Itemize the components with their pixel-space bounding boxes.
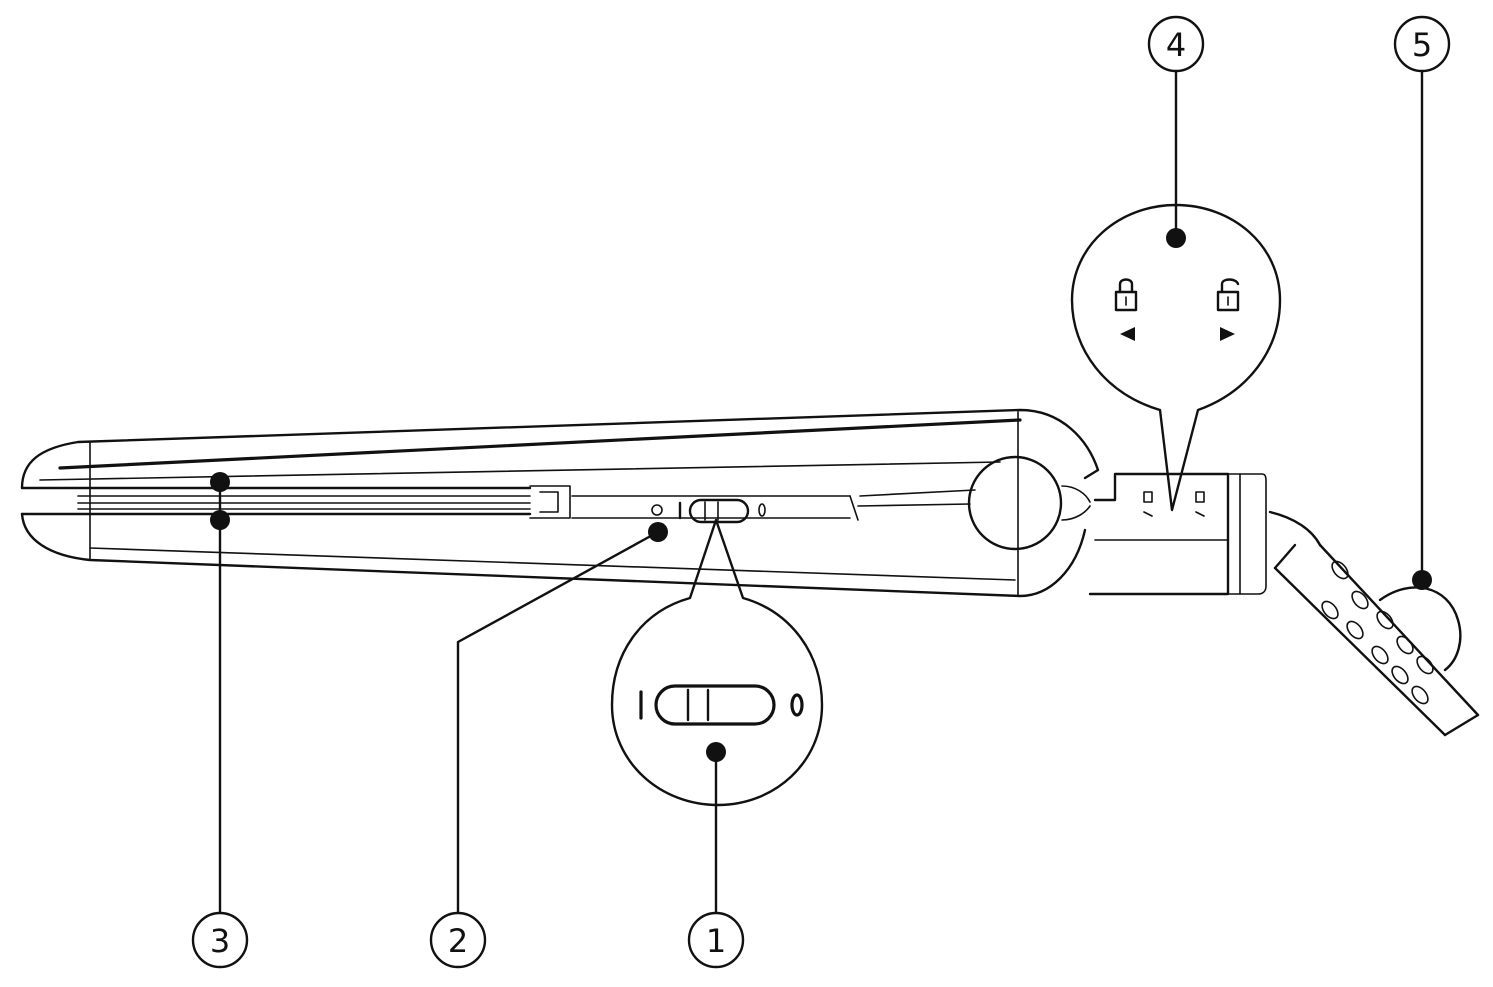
zoom-bubble-lock (1070, 203, 1282, 512)
callout-3-label: 3 (210, 922, 230, 960)
swivel-cord (1268, 510, 1480, 737)
zoom-bubble-power-switch: I O (610, 518, 824, 807)
callout-5-label: 5 (1412, 26, 1432, 64)
callout-3: 3 (191, 911, 249, 969)
callout-4-label: 4 (1166, 26, 1186, 64)
callout-2-label: 2 (448, 922, 468, 960)
lock-open-icon (1216, 278, 1240, 341)
power-switch-small (651, 498, 766, 524)
callout-1: 1 (687, 911, 745, 969)
callout-2: 2 (429, 911, 487, 969)
leader-lines (210, 70, 1432, 914)
callout-4: 4 (1147, 15, 1205, 73)
callout-1-label: 1 (706, 922, 726, 960)
callout-5: 5 (1393, 15, 1451, 73)
lock-closed-icon (1114, 278, 1138, 341)
straightener-body (20, 408, 1267, 598)
